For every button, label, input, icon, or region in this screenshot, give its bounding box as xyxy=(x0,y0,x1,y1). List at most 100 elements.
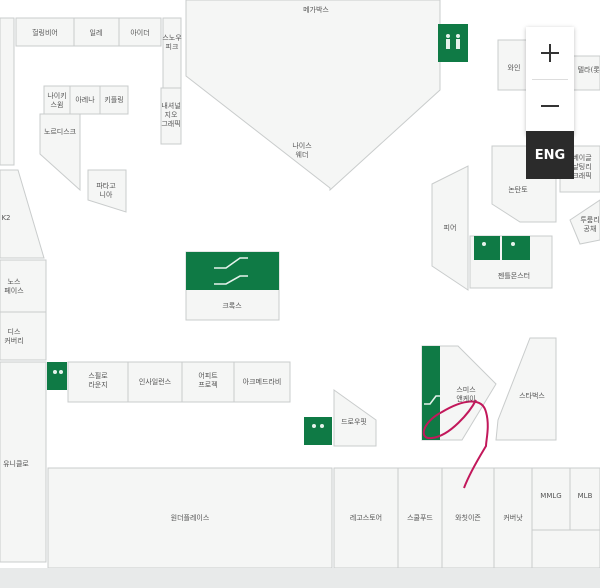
zoom-in-button[interactable] xyxy=(526,27,574,79)
label-line: 피크 xyxy=(166,42,179,51)
store-discovery[interactable] xyxy=(0,311,47,361)
store-nation-geo[interactable] xyxy=(160,87,182,145)
store-top-right-wine[interactable] xyxy=(497,39,529,91)
store-ilmo[interactable] xyxy=(73,17,120,47)
store-sports-lounge[interactable] xyxy=(67,361,129,403)
label-hollybear: 헐링비어 xyxy=(32,28,58,37)
bottom-strip xyxy=(0,568,600,588)
label-uniqlo: 유니클로 xyxy=(3,459,29,468)
label-line: 앤케이 xyxy=(456,394,475,403)
label-whatsit: 와칫이즌 xyxy=(455,513,481,522)
label-line: 베이글 xyxy=(572,153,592,162)
label-acido: 아이더 xyxy=(130,28,149,37)
label-gentle: 젠틀몬스터 xyxy=(498,271,530,280)
label-line: 니아 xyxy=(100,190,113,199)
store-north-face[interactable] xyxy=(0,259,47,313)
restroom-gentle-b[interactable] xyxy=(502,236,530,260)
label-arena: 아레나 xyxy=(75,95,95,104)
zoom-controls xyxy=(526,27,574,135)
label-megabox: 메가박스 xyxy=(303,5,329,14)
escalator-crocs[interactable] xyxy=(186,252,279,290)
label-lego: 레고스토어 xyxy=(350,513,382,522)
label-k2: K2 xyxy=(1,214,10,222)
store-lego[interactable] xyxy=(333,467,399,569)
label-top-right-lab: 텔라(롯) xyxy=(578,65,600,74)
label-line: 공채 xyxy=(584,224,597,233)
store-cafe[interactable] xyxy=(233,361,291,403)
store-wonderplace[interactable] xyxy=(47,467,333,569)
label-top-right-wine: 와인 xyxy=(508,63,521,72)
store-bottom-right[interactable] xyxy=(531,529,600,569)
store-pier[interactable] xyxy=(431,165,469,291)
store-patagonia[interactable] xyxy=(87,169,127,213)
label-kavnag: 커버낫 xyxy=(503,513,523,522)
restroom-middle[interactable] xyxy=(304,417,332,445)
label-line: 파타고 xyxy=(96,181,116,190)
label-ilmo: 일레 xyxy=(90,28,103,37)
label-line: 프로젝 xyxy=(198,380,217,389)
label-line: 크래픽 xyxy=(572,171,591,180)
label-line: 노스 xyxy=(8,278,21,286)
label-kipling: 키플링 xyxy=(104,95,123,104)
zoom-out-button[interactable] xyxy=(526,80,574,132)
store-school[interactable] xyxy=(397,467,443,569)
label-starbucks: 스타벅스 xyxy=(519,391,545,400)
restroom-gentle-a[interactable] xyxy=(474,236,500,260)
label-line: 날팅리 xyxy=(572,162,591,171)
label-pier: 피어 xyxy=(444,223,457,232)
label-mmlg: MMLG xyxy=(540,492,561,500)
label-line: 커버리 xyxy=(4,336,23,345)
minus-icon xyxy=(541,105,559,107)
label-wonderplace: 원더플레이스 xyxy=(171,513,210,522)
label-line: 지오 xyxy=(165,110,178,119)
store-snowpeak[interactable] xyxy=(162,17,182,89)
zoom-separator xyxy=(532,79,568,80)
label-droomit: 드로우핏 xyxy=(341,417,367,426)
store-megabox[interactable] xyxy=(185,0,441,192)
label-line: 그래픽 xyxy=(161,119,180,128)
label-north-top: 논탄토 xyxy=(508,185,528,194)
label-line: 내셔널 xyxy=(161,101,180,110)
label-line: 나이키 xyxy=(47,91,66,100)
language-button[interactable]: ENG xyxy=(526,131,574,179)
restroom-icon xyxy=(53,34,515,428)
plus-icon xyxy=(541,44,559,62)
label-line: 라운지 xyxy=(88,380,107,389)
store-droomit[interactable] xyxy=(333,389,377,447)
label-line: 스윔 xyxy=(51,100,64,109)
label-insight: 인사일런스 xyxy=(139,377,172,386)
label-line: 웨더 xyxy=(296,150,309,159)
store-otherfrog[interactable] xyxy=(181,361,235,403)
store-k2[interactable] xyxy=(0,169,45,259)
label-line: 투룸리 xyxy=(580,215,599,224)
store-north-disc[interactable] xyxy=(39,113,81,192)
label-line: 스미스 xyxy=(456,385,476,394)
label-line: 디스 xyxy=(8,327,21,336)
store-starbucks[interactable] xyxy=(495,337,557,441)
store-nike-swim[interactable] xyxy=(43,85,71,115)
store-insight[interactable] xyxy=(127,361,183,403)
store-uniqlo[interactable] xyxy=(0,361,47,563)
restroom-left[interactable] xyxy=(47,362,67,390)
escalator-icon xyxy=(214,257,440,405)
restroom-top[interactable] xyxy=(438,24,468,62)
store-hollybear[interactable] xyxy=(15,17,75,47)
store-kipling[interactable] xyxy=(99,85,129,115)
store-whatsit[interactable] xyxy=(441,467,495,569)
store-tour[interactable] xyxy=(569,199,600,245)
label-cafe: 아크메드라비 xyxy=(243,377,282,386)
store-acido[interactable] xyxy=(118,17,162,47)
label-line: 어피트 xyxy=(198,371,218,380)
label-line: 나이스 xyxy=(292,141,312,150)
store-left-edge[interactable] xyxy=(0,17,15,166)
